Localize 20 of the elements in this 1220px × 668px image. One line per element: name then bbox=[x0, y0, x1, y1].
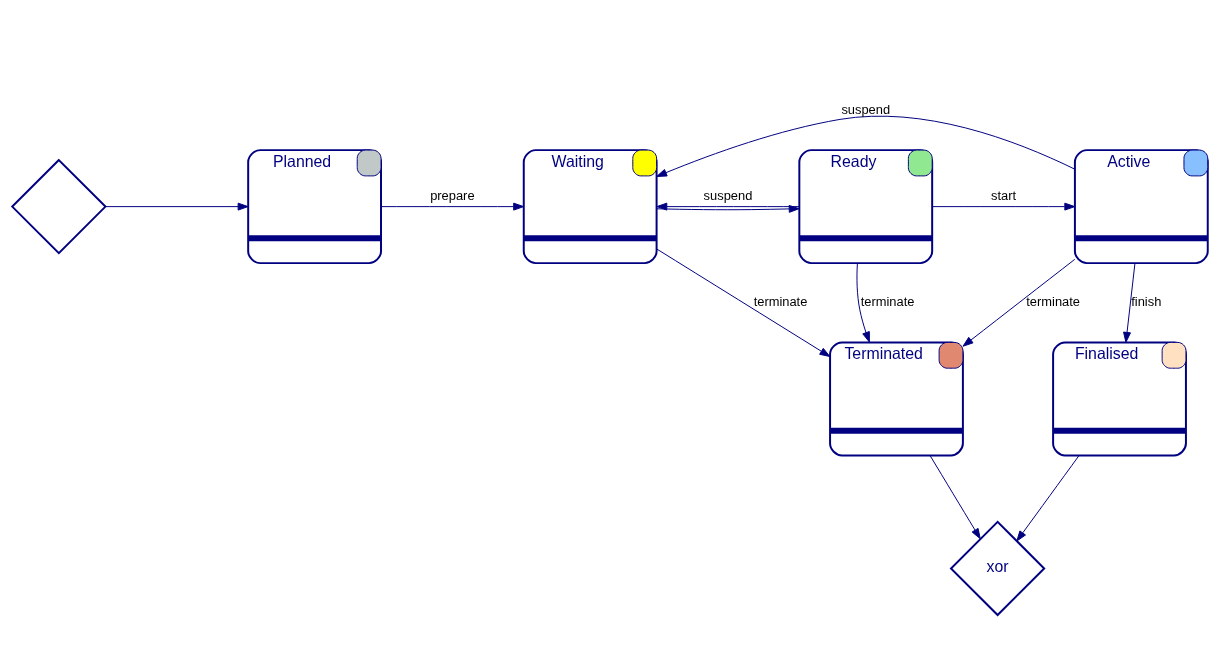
arrow bbox=[380, 202, 525, 211]
edge-label: finish bbox=[1131, 293, 1162, 309]
edge-label: prepare bbox=[430, 187, 475, 203]
arrow bbox=[962, 258, 1076, 347]
arrow bbox=[105, 202, 249, 211]
arrow bbox=[656, 247, 831, 357]
edge-label: terminate bbox=[753, 293, 808, 309]
edge-label: terminate bbox=[860, 293, 915, 309]
node-diamond: xor bbox=[949, 519, 1046, 616]
node-diamond bbox=[10, 158, 107, 255]
edge-label: suspend bbox=[703, 187, 753, 203]
arrow bbox=[856, 262, 870, 342]
arrow bbox=[1123, 262, 1136, 343]
edge-label: start bbox=[991, 187, 1017, 203]
arrow bbox=[929, 454, 981, 539]
arrow bbox=[931, 202, 1076, 211]
arrow bbox=[1016, 454, 1080, 541]
edge-label: terminate bbox=[1026, 293, 1080, 309]
edge-label: suspend bbox=[841, 101, 891, 117]
arrow bbox=[656, 115, 1076, 177]
